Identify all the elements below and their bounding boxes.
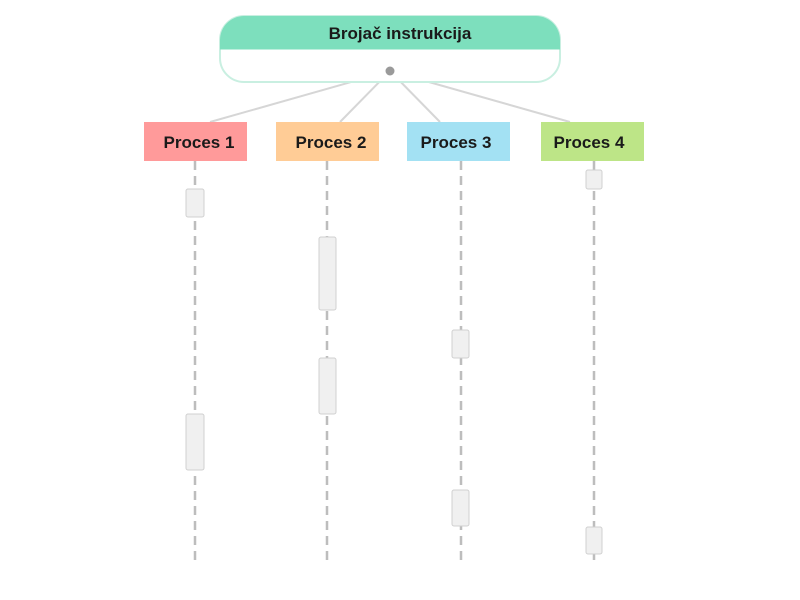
activation-box	[451, 489, 470, 527]
activation-box	[318, 236, 337, 311]
process-node-1: Proces 1	[144, 122, 247, 161]
hub-dot	[385, 66, 395, 76]
process-node-2: Proces 2	[276, 122, 379, 161]
header-title: Brojač instrukcija	[329, 24, 472, 43]
activation-box	[318, 357, 337, 415]
header-node: Brojač instrukcija	[219, 15, 561, 83]
process-label-2: Proces 2	[296, 133, 367, 152]
process-label-3: Proces 3	[421, 133, 492, 152]
process-label-1: Proces 1	[164, 133, 235, 152]
process-box-4	[541, 122, 644, 161]
header-band	[220, 16, 560, 49]
process-label-4: Proces 4	[554, 133, 625, 152]
activation-box	[185, 188, 205, 218]
activation-box	[585, 526, 603, 555]
lifelines	[193, 161, 596, 566]
process-node-4: Proces 4	[541, 122, 644, 161]
process-box-3	[407, 122, 510, 161]
process-box-1	[144, 122, 247, 161]
activation-box	[451, 329, 470, 359]
activations	[185, 169, 603, 555]
process-node-3: Proces 3	[407, 122, 510, 161]
activation-box	[585, 169, 603, 190]
process-box-2	[276, 122, 379, 161]
activation-box	[185, 413, 205, 471]
